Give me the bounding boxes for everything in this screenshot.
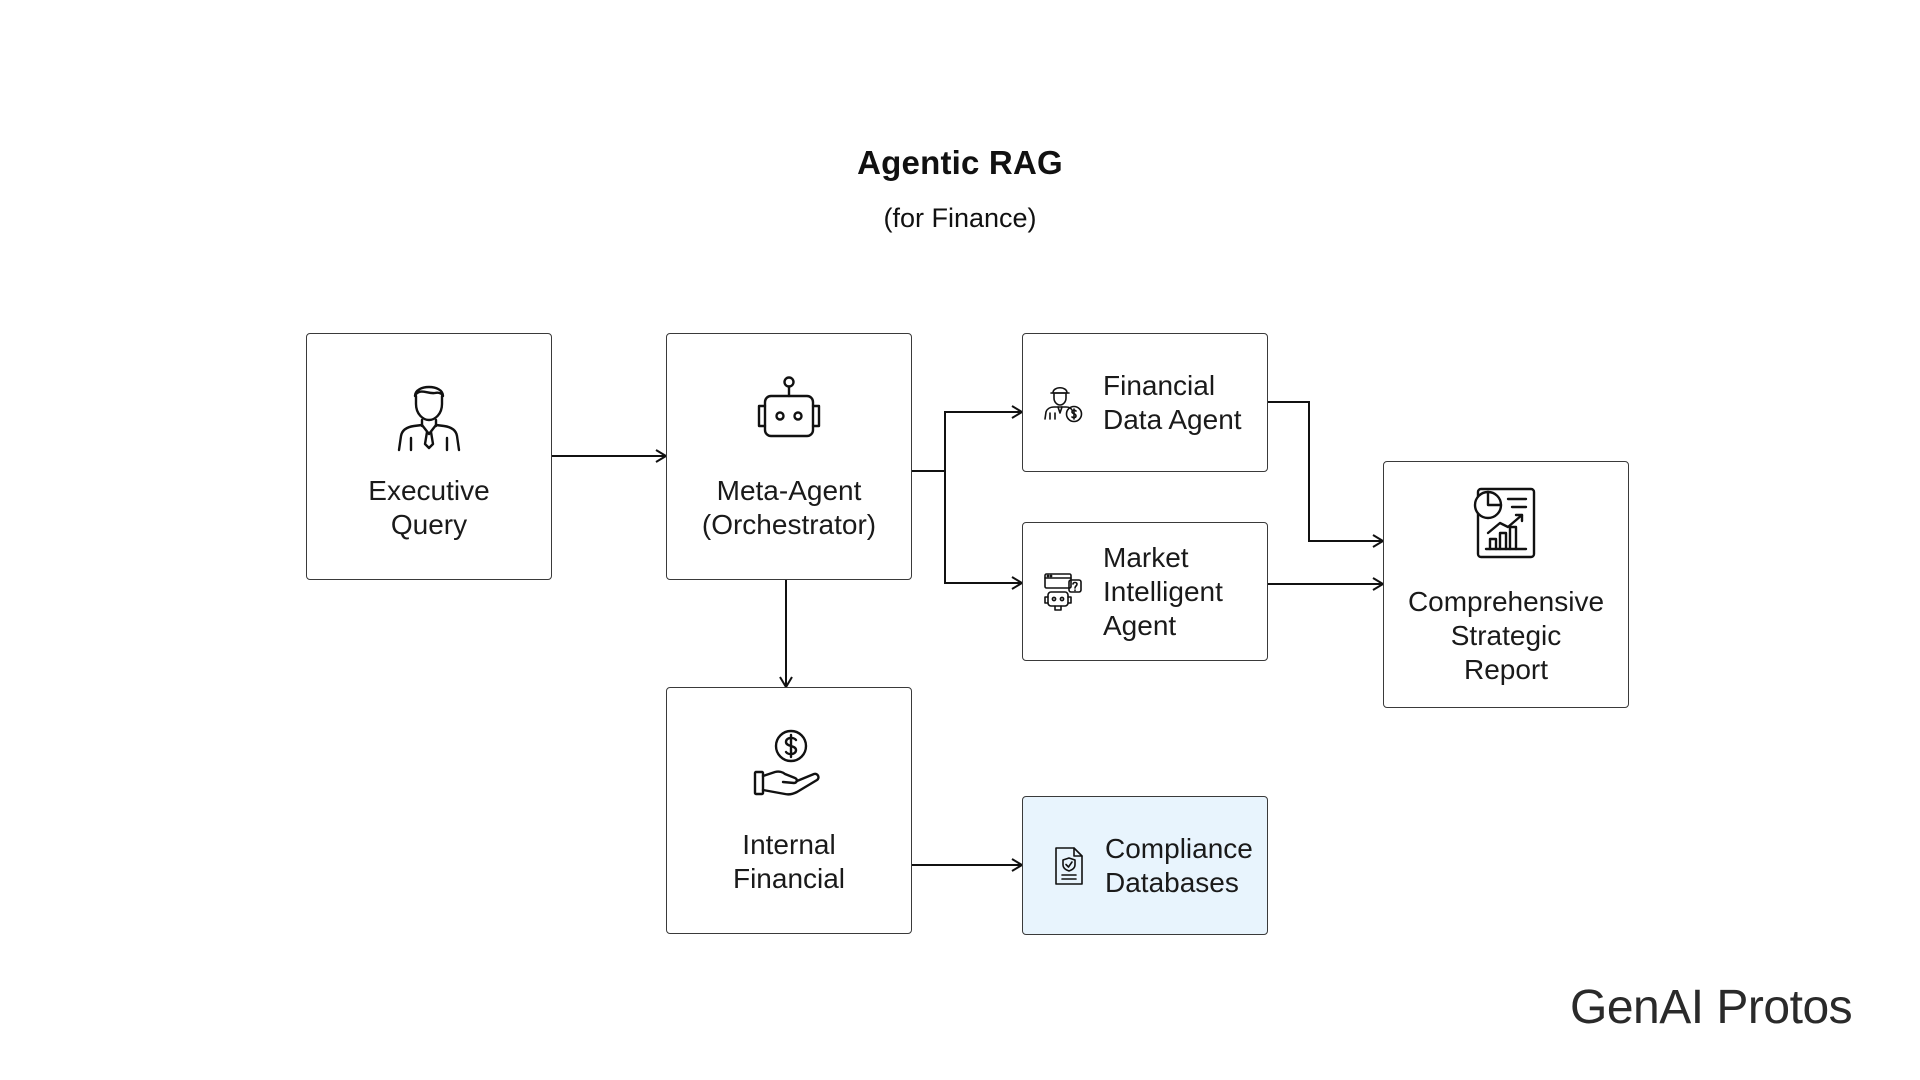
diagram-title: Agentic RAG <box>857 144 1063 181</box>
edge-financial-data-to-report <box>1268 401 1385 548</box>
internal-financial-node: Internal Financial <box>666 687 912 934</box>
compliance-databases-label: Compliance Databases <box>1105 832 1253 898</box>
market-intelligent-agent-label: Market Intelligent Agent <box>1103 541 1223 641</box>
report-chart-icon <box>1473 487 1536 558</box>
robot-icon <box>757 375 821 437</box>
compliance-document-icon <box>1055 846 1083 885</box>
compliance-databases-node: Compliance Databases <box>1022 796 1268 935</box>
market-intelligent-agent-node: Market Intelligent Agent <box>1022 522 1268 661</box>
executive-query-node: Executive Query <box>306 333 552 580</box>
meta-agent-node: Meta-Agent (Orchestrator) <box>666 333 912 580</box>
money-hand-icon <box>753 729 820 796</box>
executive-query-label: Executive Query <box>368 474 490 540</box>
meta-agent-label: Meta-Agent (Orchestrator) <box>701 474 877 540</box>
brand-logo: GenAI Protos <box>1570 981 1853 1034</box>
comprehensive-report-label: Comprehensive Strategic Report <box>1407 585 1605 685</box>
edge-meta-to-financial-data <box>909 405 1024 472</box>
financial-data-agent-label: Financial Data Agent <box>1103 369 1242 435</box>
comprehensive-report-node: Comprehensive Strategic Report <box>1383 461 1629 708</box>
diagram-subtitle: (for Finance) <box>883 203 1037 233</box>
market-bot-icon <box>1044 572 1082 611</box>
financial-agent-icon <box>1044 386 1083 422</box>
financial-data-agent-node: Financial Data Agent <box>1022 333 1268 472</box>
edge-meta-to-market <box>944 471 1024 590</box>
internal-financial-label: Internal Financial <box>732 828 846 894</box>
businessman-icon <box>397 385 461 451</box>
